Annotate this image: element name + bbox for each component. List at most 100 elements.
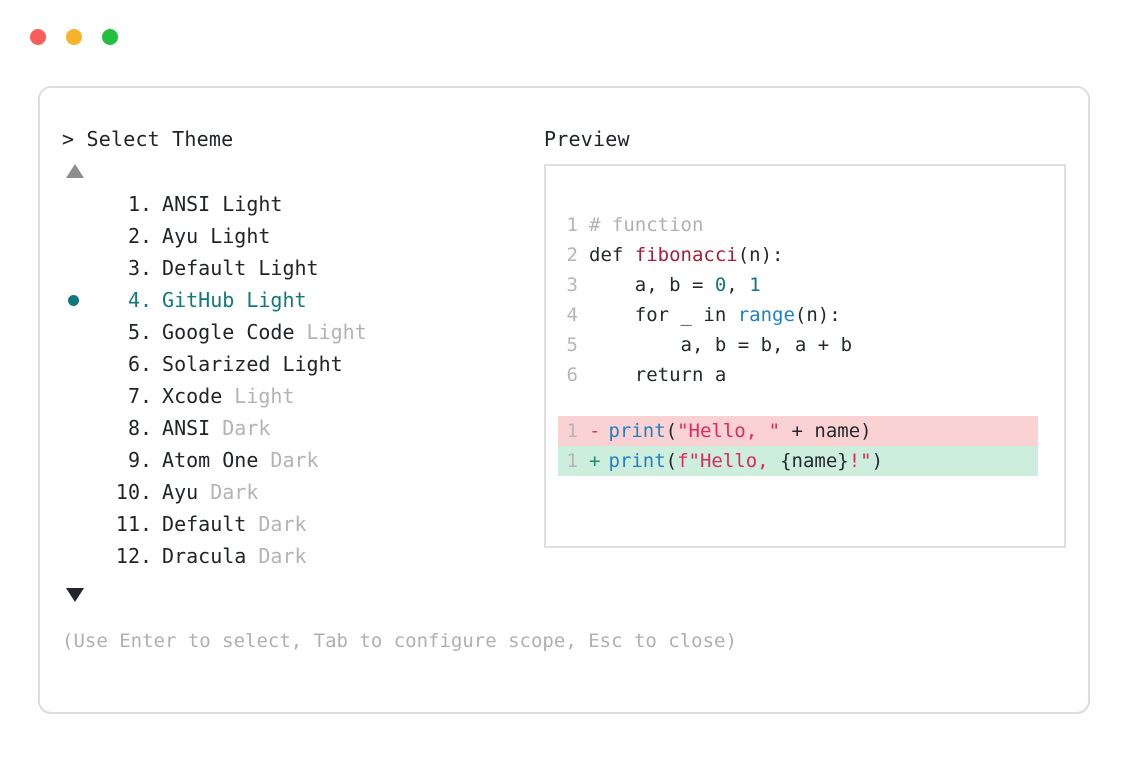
theme-list-item[interactable]: 8. ANSI Dark xyxy=(62,412,532,444)
code-token: fibonacci xyxy=(634,244,738,266)
theme-variant-tag: Dark xyxy=(222,416,271,440)
theme-list-item[interactable]: 10.Ayu Dark xyxy=(62,476,532,508)
theme-variant-tag: Dark xyxy=(210,480,259,504)
theme-name: Xcode xyxy=(162,384,235,408)
theme-index-separator: . xyxy=(140,512,153,536)
code-token: ) xyxy=(871,450,884,472)
code-blank-line xyxy=(558,390,1038,416)
code-token: 0 xyxy=(714,274,727,296)
code-line: 2 def fibonacci(n): xyxy=(558,240,1038,270)
theme-index-separator: . xyxy=(140,224,153,248)
theme-index: 12 xyxy=(115,544,140,568)
code-token: a, b = b, a + b xyxy=(589,334,853,356)
code-line-number: 1 xyxy=(566,214,578,236)
theme-list-item[interactable]: 4.GitHub Light xyxy=(62,284,532,316)
theme-index-separator: . xyxy=(140,256,153,280)
code-line-text: return a xyxy=(589,360,727,390)
keyboard-hint: (Use Enter to select, Tab to configure s… xyxy=(62,630,737,652)
code-token: !" xyxy=(848,450,872,472)
code-token: return a xyxy=(589,364,727,386)
theme-index-separator: . xyxy=(140,288,153,312)
code-line-number: 2 xyxy=(566,244,578,266)
theme-index-separator: . xyxy=(140,192,153,216)
theme-selector-pane: > Select Theme 1. ANSI Light 2. Ayu Light 3.… xyxy=(62,126,532,602)
window-titlebar xyxy=(30,29,118,45)
code-token: , xyxy=(726,274,750,296)
theme-index-separator: . xyxy=(140,480,153,504)
theme-variant-tag: Dark xyxy=(270,448,319,472)
theme-index-separator: . xyxy=(140,448,153,472)
theme-index-separator: . xyxy=(140,352,153,376)
theme-list-item[interactable]: 12.Dracula Dark xyxy=(62,540,532,572)
picker-columns: > Select Theme 1. ANSI Light 2. Ayu Light 3.… xyxy=(40,88,1088,712)
theme-index-separator: . xyxy=(140,320,153,344)
theme-name: ANSI xyxy=(162,192,223,216)
code-line: 6 return a xyxy=(558,360,1038,390)
theme-list-item[interactable]: 9.Atom One Dark xyxy=(62,444,532,476)
code-token: range xyxy=(737,304,795,326)
theme-index: 1 xyxy=(127,192,140,216)
code-line-text: a, b = b, a + b xyxy=(589,330,853,360)
code-line: 3 a, b = 0, 1 xyxy=(558,270,1038,300)
theme-index: 5 xyxy=(127,320,140,344)
selected-bullet-icon xyxy=(68,294,79,306)
code-line: 1 # function xyxy=(558,210,1038,240)
code-token: print xyxy=(608,450,666,472)
page-title: > Select Theme xyxy=(62,127,234,151)
theme-name: Solarized xyxy=(162,352,283,376)
theme-variant-tag: Light xyxy=(246,288,307,312)
code-token: + name) xyxy=(780,420,872,442)
theme-variant-tag: Dark xyxy=(258,544,307,568)
theme-index: 8 xyxy=(127,416,140,440)
code-token: (n): xyxy=(794,304,841,326)
window-close-button[interactable] xyxy=(30,29,46,45)
diff-minus-sign: - xyxy=(589,420,601,442)
window-minimize-button[interactable] xyxy=(66,29,82,45)
diff-line-text: print("Hello, " + name) xyxy=(608,416,875,446)
diff-line-text: print(f"Hello, {name}!") xyxy=(608,446,887,476)
theme-list-item[interactable]: 6. Solarized Light xyxy=(62,348,532,380)
diff-removed-line: 1-print("Hello, " + name) xyxy=(558,416,1038,446)
theme-name: Default xyxy=(162,512,259,536)
theme-name: Google Code xyxy=(162,320,307,344)
code-token: f"Hello, xyxy=(677,450,781,472)
theme-index: 7 xyxy=(127,384,140,408)
code-line-text: # function xyxy=(589,210,703,240)
code-line-number: 5 xyxy=(566,334,578,356)
code-line-number: 3 xyxy=(566,274,578,296)
theme-index-separator: . xyxy=(140,384,153,408)
theme-variant-tag: Dark xyxy=(258,512,307,536)
code-token: print xyxy=(608,420,666,442)
code-token: 1 xyxy=(749,274,761,296)
theme-list-item[interactable]: 5.Google Code Light xyxy=(62,316,532,348)
code-token: (n): xyxy=(737,244,784,266)
theme-name: Ayu xyxy=(162,224,211,248)
theme-list-item[interactable]: 1. ANSI Light xyxy=(62,188,532,220)
theme-list-item[interactable]: 11. Default Dark xyxy=(62,508,532,540)
scroll-up-arrow-icon[interactable] xyxy=(66,164,84,178)
code-line-text: for _ in range(n): xyxy=(589,300,841,330)
theme-list-item[interactable]: 3.Default Light xyxy=(62,252,532,284)
code-line: 5 a, b = b, a + b xyxy=(558,330,1038,360)
theme-variant-tag: Light xyxy=(222,192,283,216)
code-token: # function xyxy=(589,214,704,236)
theme-variant-tag: Light xyxy=(282,352,343,376)
window-maximize-button[interactable] xyxy=(102,29,118,45)
code-line-number: 6 xyxy=(566,364,578,386)
theme-index: 11 xyxy=(115,512,140,536)
theme-index: 9 xyxy=(127,448,140,472)
theme-list-item[interactable]: 7.Xcode Light xyxy=(62,380,532,412)
theme-list-item[interactable]: 2.Ayu Light xyxy=(62,220,532,252)
code-token: ( xyxy=(665,420,678,442)
theme-index: 6 xyxy=(127,352,140,376)
code-token: for _ in xyxy=(589,304,738,326)
code-token: "Hello, " xyxy=(677,420,781,442)
theme-name: ANSI xyxy=(162,416,223,440)
theme-index: 2 xyxy=(127,224,140,248)
code-line: 4 for _ in range(n): xyxy=(558,300,1038,330)
scroll-down-arrow-icon[interactable] xyxy=(66,588,84,602)
theme-index-separator: . xyxy=(140,416,153,440)
code-token: def xyxy=(589,244,635,266)
